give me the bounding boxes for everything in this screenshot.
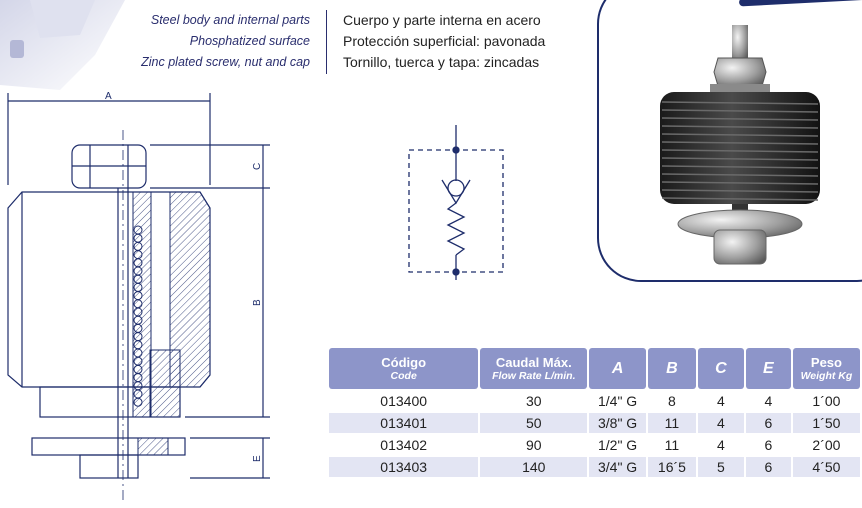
cell-a: 3/4" G xyxy=(589,457,646,477)
table-row: 013401 50 3/8" G 11 4 6 1´50 xyxy=(329,413,860,433)
cell-code: 013401 xyxy=(329,413,479,433)
table-row: 013400 30 1/4" G 8 4 4 1´00 xyxy=(329,391,860,411)
cell-flow: 140 xyxy=(480,457,588,477)
dim-label-e: E xyxy=(252,455,263,462)
header-c: C xyxy=(697,348,744,389)
cell-flow: 50 xyxy=(480,413,588,433)
dim-label-c: C xyxy=(252,163,263,170)
header-weight: Peso Weight Kg xyxy=(792,348,860,389)
specs-divider xyxy=(326,10,327,74)
cell-code: 013402 xyxy=(380,437,428,453)
cell-c: 5 xyxy=(697,457,744,477)
header-a: A xyxy=(589,348,646,389)
dim-label-a: A xyxy=(105,91,112,102)
cell-b: 11 xyxy=(647,413,696,433)
product-table: Código Code Caudal Máx. Flow Rate L/min.… xyxy=(327,346,862,479)
spec-en-2: Phosphatized surface xyxy=(189,34,310,48)
cell-e: 4 xyxy=(764,393,773,409)
cell-e: 6 xyxy=(764,437,773,453)
table-row: 013403 140 3/4" G 16´5 5 6 4´50 xyxy=(329,457,860,477)
valve-symbol xyxy=(408,125,504,280)
cell-b: 11 xyxy=(664,437,680,453)
cell-b: 8 xyxy=(668,393,676,409)
dim-label-b: B xyxy=(252,299,263,306)
cell-flow: 30 xyxy=(525,393,542,409)
header-e: E xyxy=(745,348,791,389)
cell-e: 6 xyxy=(745,413,791,433)
spec-en-1: Steel body and internal parts xyxy=(150,13,310,27)
header-flow-rate: Caudal Máx. Flow Rate L/min. xyxy=(480,348,588,389)
cell-weight: 4´50 xyxy=(792,457,860,477)
cell-e: 6 xyxy=(745,457,791,477)
specs-english: Steel body and internal parts Phosphatiz… xyxy=(100,10,310,73)
cell-weight: 1´00 xyxy=(812,393,841,409)
cell-c: 4 xyxy=(717,393,725,409)
cell-a: 1/4" G xyxy=(597,393,638,409)
cell-a: 3/8" G xyxy=(589,413,646,433)
product-photo xyxy=(660,25,820,265)
cell-code: 013400 xyxy=(380,393,428,409)
cell-c: 4 xyxy=(717,437,725,453)
cell-weight: 2´00 xyxy=(812,437,841,453)
header-b: B xyxy=(647,348,696,389)
spec-es-2: Protección superficial: pavonada xyxy=(343,33,546,49)
cell-c: 4 xyxy=(697,413,744,433)
cell-code: 013403 xyxy=(329,457,479,477)
cell-a: 1/2" G xyxy=(597,437,638,453)
technical-drawing: A C B E xyxy=(7,91,270,500)
decorative-product-corner xyxy=(0,0,125,90)
table-header-row: Código Code Caudal Máx. Flow Rate L/min.… xyxy=(329,348,860,389)
cell-flow: 90 xyxy=(525,437,542,453)
specs-spanish: Cuerpo y parte interna en acero Protecci… xyxy=(343,10,583,73)
spec-es-3: Tornillo, tuerca y tapa: zincadas xyxy=(343,54,540,70)
spec-en-3: Zinc plated screw, nut and cap xyxy=(141,55,310,69)
header-code: Código Code xyxy=(329,348,479,389)
spec-es-1: Cuerpo y parte interna en acero xyxy=(343,12,541,28)
cell-weight: 1´50 xyxy=(792,413,860,433)
cell-b: 16´5 xyxy=(647,457,696,477)
table-row: 013402 90 1/2" G 11 4 6 2´00 xyxy=(329,435,860,455)
